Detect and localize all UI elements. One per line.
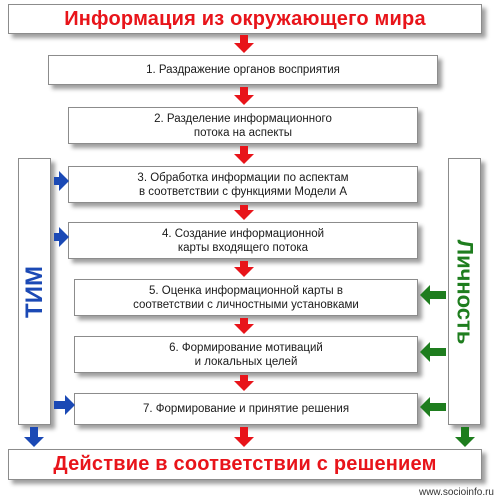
step-5-line-2: соответствии с личностными установками (133, 298, 359, 311)
step-2-line-1: 2. Разделение информационного (154, 112, 332, 125)
tim-arrow-down (24, 427, 44, 447)
personality-arrow-step-6 (420, 342, 446, 362)
flow-arrow-7 (234, 375, 254, 391)
step-2-box: 2. Разделение информационного потока на … (68, 107, 418, 144)
step-5-line-1: 5. Оценка информационной карты в (149, 284, 343, 297)
personality-column: Личность (448, 158, 481, 425)
flow-arrow-8 (234, 427, 254, 447)
tim-column: ТИМ (18, 158, 51, 425)
flow-arrow-1 (234, 35, 254, 53)
flow-arrow-3 (234, 146, 254, 164)
personality-arrow-step-7 (420, 397, 446, 417)
step-5-box: 5. Оценка информационной карты в соответ… (74, 279, 418, 316)
personality-arrow-down (455, 427, 475, 447)
step-3-box: 3. Обработка информации по аспектам в со… (68, 166, 418, 203)
step-3-line-2: в соответствии с функциями Модели А (138, 185, 348, 198)
title-banner: Информация из окружающего мира (8, 4, 482, 34)
flow-arrow-6 (234, 318, 254, 334)
step-4-line-1: 4. Создание информационной (161, 227, 325, 240)
flow-arrow-5 (234, 261, 254, 277)
step-2-line-2: потока на аспекты (193, 126, 293, 139)
step-7-line-1: 7. Формирование и принятие решения (142, 403, 350, 415)
tim-arrow-step-3 (54, 171, 69, 191)
step-4-line-2: карты входящего потока (177, 241, 309, 254)
step-6-box: 6. Формирование мотиваций и локальных це… (74, 336, 418, 373)
tim-arrow-step-7 (54, 395, 75, 415)
flow-arrow-4 (234, 205, 254, 220)
step-3-line-1: 3. Обработка информации по аспектам (137, 171, 349, 184)
step-6-line-2: и локальных целей (194, 355, 298, 368)
step-7-box: 7. Формирование и принятие решения (74, 393, 418, 425)
step-6-line-1: 6. Формирование мотиваций (169, 341, 323, 354)
result-text: Действие в соответствии с решением (53, 453, 437, 475)
watermark: www.socioinfo.ru (418, 487, 494, 498)
personality-arrow-step-5 (420, 285, 446, 305)
step-1-box: 1. Раздражение органов восприятия (48, 55, 438, 85)
step-4-box: 4. Создание информационной карты входяще… (68, 222, 418, 259)
result-banner: Действие в соответствии с решением (8, 449, 482, 480)
title-text: Информация из окружающего мира (64, 7, 426, 30)
flow-arrow-2 (234, 87, 254, 105)
tim-arrow-step-4 (54, 227, 69, 247)
step-1-line-1: 1. Раздражение органов восприятия (146, 64, 340, 76)
